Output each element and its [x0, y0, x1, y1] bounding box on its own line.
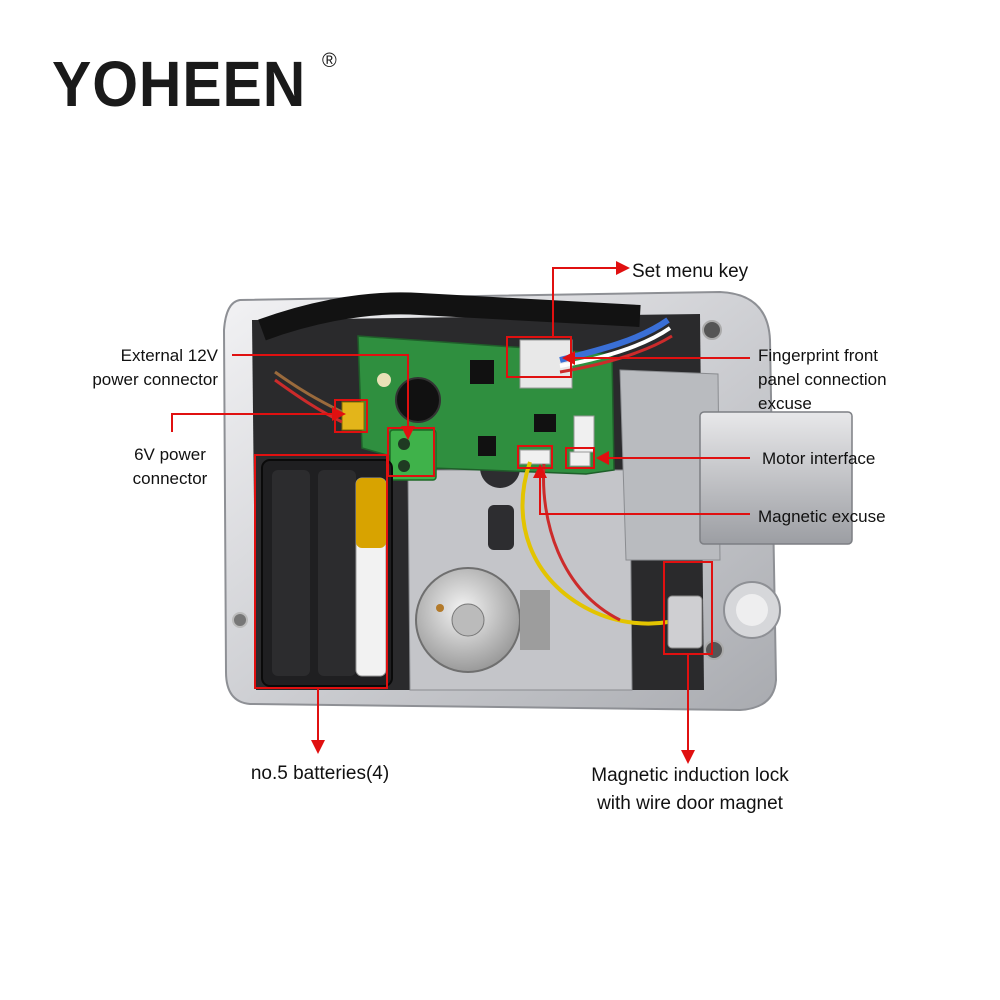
label-fingerprint: Fingerprint front panel connection excus…	[758, 344, 887, 416]
label-batteries: no.5 batteries(4)	[250, 763, 390, 784]
brand-logo: YOHEEN	[52, 48, 307, 120]
capacitor	[395, 377, 441, 423]
arrow-fingerprint	[562, 351, 575, 365]
label-external-12v: External 12V power connector	[70, 344, 218, 392]
screw-top-right	[702, 320, 722, 340]
arrow-6v	[332, 407, 346, 421]
bolt-guide	[619, 369, 721, 561]
yellow-connector	[341, 401, 365, 431]
magnet-wire-red	[542, 463, 621, 622]
arrow-batteries	[311, 740, 325, 754]
callout-box-magnetic	[517, 445, 553, 469]
label-external-12v-line1: External 12V	[120, 346, 218, 365]
arrow-motor	[596, 451, 609, 465]
label-fingerprint-line1: Fingerprint front	[758, 346, 878, 365]
screw-bottom-right	[704, 640, 724, 660]
label-magnetic-excuse: Magnetic excuse	[758, 507, 886, 526]
screw-left	[232, 612, 248, 628]
label-fingerprint-line2: panel connection	[758, 370, 887, 389]
arrow-set-menu	[616, 261, 630, 275]
terminal-block	[389, 429, 437, 481]
registered-mark: ®	[322, 50, 337, 72]
label-fingerprint-line3: excuse	[758, 394, 812, 413]
label-magnetic-lock: Magnetic induction lock with wire door m…	[530, 762, 850, 818]
label-6v-power: 6V power connector	[110, 443, 230, 491]
arrow-magnetic	[533, 464, 547, 478]
callout-box-motor	[565, 447, 595, 469]
label-magnetic-lock-line2: with wire door magnet	[597, 793, 783, 814]
callout-leaders	[171, 267, 750, 752]
callout-arrowheads	[311, 261, 695, 764]
magnet-wire-yellow	[520, 461, 669, 626]
latch-bolt	[699, 411, 853, 545]
callout-box-batteries	[254, 454, 388, 689]
label-motor-interface: Motor interface	[762, 449, 876, 468]
label-external-12v-line2: power connector	[92, 370, 218, 389]
arrow-door-magnet	[681, 750, 695, 764]
arrow-12v	[401, 426, 415, 440]
label-6v-line2: connector	[132, 469, 208, 488]
label-magnetic-lock-line1: Magnetic induction lock	[591, 765, 789, 786]
label-6v-line1: 6V power	[134, 445, 206, 464]
label-set-menu-key: Set menu key	[632, 261, 749, 282]
door-magnet-sensor	[667, 595, 703, 649]
